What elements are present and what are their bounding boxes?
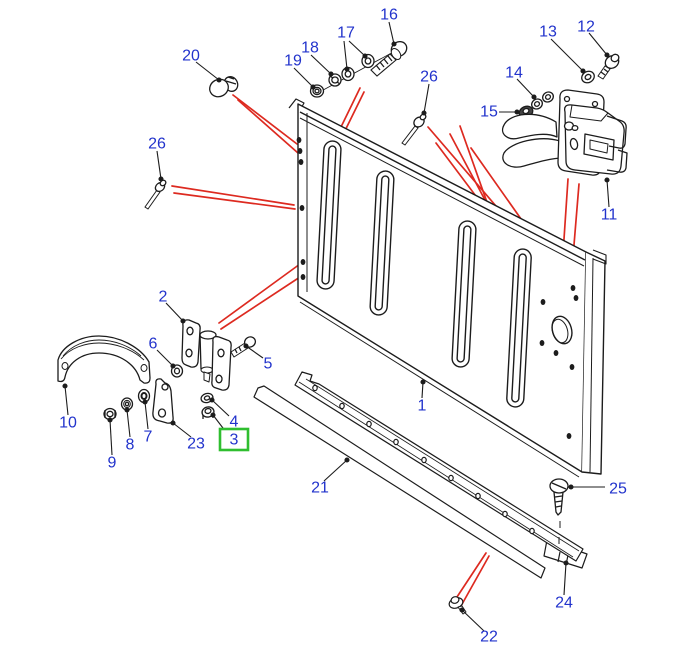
handle-10	[57, 335, 151, 384]
tailgate-panel	[288, 98, 607, 478]
part-callout-24[interactable]: 24	[555, 595, 573, 612]
part-callout-17[interactable]: 17	[337, 25, 355, 42]
part-number-label: 16	[380, 7, 398, 24]
part-number-label: 23	[187, 436, 205, 453]
part-number-label: 13	[539, 24, 557, 41]
part-number-label: 10	[59, 415, 77, 432]
part-number-label: 17	[337, 25, 355, 42]
part-number-label: 5	[264, 356, 273, 373]
latch-assembly-11	[502, 89, 628, 176]
part-number-label: 6	[149, 336, 158, 353]
part-number-label: 12	[577, 19, 595, 36]
part-callout-13[interactable]: 13	[539, 24, 557, 41]
part-callout-4[interactable]: 4	[230, 414, 239, 431]
part-number-label: 8	[126, 437, 135, 454]
part-callout-6[interactable]: 6	[149, 336, 158, 353]
part-number-label: 24	[555, 595, 573, 612]
nut-18	[328, 73, 342, 87]
part-callout-3[interactable]: 3	[218, 427, 250, 452]
washer-13	[581, 70, 595, 84]
part-callout-19[interactable]: 19	[284, 53, 302, 70]
part-number-label: 3	[230, 432, 239, 449]
part-callout-10[interactable]: 10	[59, 415, 77, 432]
hinge-assembly-2	[170, 319, 257, 391]
part-callout-14[interactable]: 14	[505, 65, 523, 82]
part-callout-22[interactable]: 22	[480, 629, 498, 646]
strap-and-fixings	[103, 378, 215, 424]
strip-holes	[312, 384, 535, 535]
leader-lines	[62, 21, 610, 632]
part-callout-7[interactable]: 7	[144, 429, 153, 446]
part-callout-21[interactable]: 21	[311, 480, 329, 497]
part-number-label: 18	[301, 40, 319, 57]
part-callout-15[interactable]: 15	[480, 104, 498, 121]
part-number-label: 15	[480, 104, 498, 121]
part-callout-26[interactable]: 26	[148, 136, 166, 153]
part-number-label: 1	[418, 398, 427, 415]
part-number-label: 21	[311, 480, 329, 497]
screw-26-left	[144, 179, 167, 210]
part-callout-20[interactable]: 20	[182, 48, 200, 65]
part-number-label: 7	[144, 429, 153, 446]
washer-8	[120, 397, 134, 411]
bolt-16	[370, 41, 408, 77]
part-callout-11[interactable]: 11	[601, 207, 618, 224]
part-number-label: 14	[505, 65, 523, 82]
nut-3	[201, 406, 215, 419]
screw-26-top	[401, 113, 427, 146]
part-number-label: 20	[182, 48, 200, 65]
part-callout-16[interactable]: 16	[380, 7, 398, 24]
part-callout-5[interactable]: 5	[264, 356, 273, 373]
part-callout-8[interactable]: 8	[126, 437, 135, 454]
cappings	[253, 371, 588, 615]
part-callout-18[interactable]: 18	[301, 40, 319, 57]
part-number-label: 11	[601, 207, 618, 224]
part-number-label: 25	[609, 481, 627, 498]
panel-holes	[296, 137, 579, 439]
part-callout-25[interactable]: 25	[609, 481, 627, 498]
part-number-label: 9	[108, 455, 117, 472]
part-number-label: 26	[148, 136, 166, 153]
part-number-label: 4	[230, 414, 239, 431]
bolt-12	[597, 53, 620, 80]
part-callout-23[interactable]: 23	[187, 436, 205, 453]
part-number-label: 22	[480, 629, 498, 646]
part-callout-9[interactable]: 9	[108, 455, 117, 472]
highlight-box	[218, 427, 250, 452]
hardware	[144, 41, 620, 210]
part-callout-26[interactable]: 26	[420, 69, 438, 86]
vent-slots	[316, 140, 532, 408]
washers-14	[531, 91, 554, 110]
part-number-label: 19	[284, 53, 302, 70]
part-number-label: 26	[420, 69, 438, 86]
part-callout-12[interactable]: 12	[577, 19, 595, 36]
part-number-label: 2	[159, 289, 168, 306]
part-callout-1[interactable]: 1	[418, 398, 427, 415]
plug-20	[209, 76, 239, 98]
part-callout-2[interactable]: 2	[159, 289, 168, 306]
screw-25	[549, 478, 569, 516]
